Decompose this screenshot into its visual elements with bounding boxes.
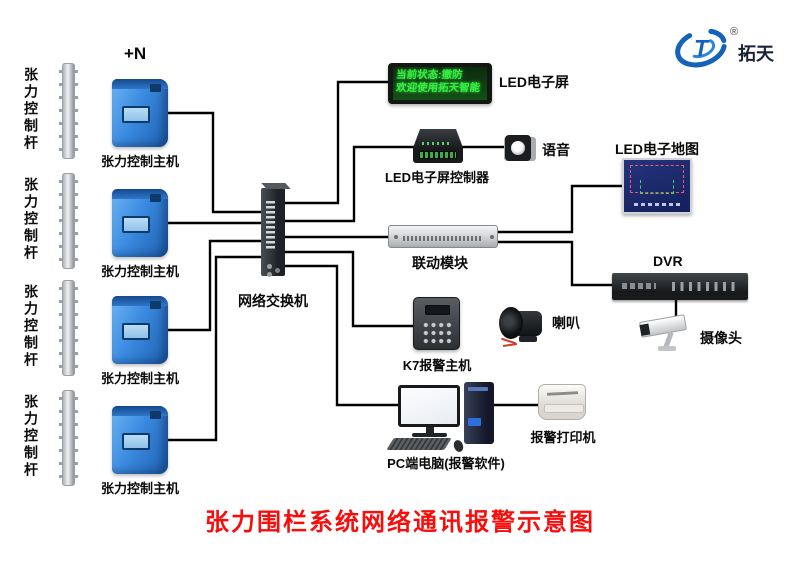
camera-label: 摄像头 (700, 330, 742, 346)
pc-monitor-base (412, 433, 447, 437)
tension-host (112, 79, 168, 147)
voice-speaker-face (505, 135, 531, 161)
led-display: 当前状态:撤防 欢迎使用拓天智能 (388, 63, 492, 104)
pc-monitor-screen (401, 388, 457, 424)
logo-monogram: T (694, 35, 710, 61)
map-trace-red (630, 165, 684, 193)
logo-brand-text: 拓天 (738, 43, 775, 64)
k7-screen (425, 305, 450, 315)
switch-label: 网络交换机 (238, 293, 308, 309)
k7-keypad (422, 321, 453, 345)
horn-bell (499, 307, 523, 339)
map-trace-green (640, 180, 674, 194)
host-screen (122, 106, 150, 123)
tension-host (112, 296, 168, 364)
host-label: 张力控制主机 (100, 481, 179, 496)
horn-label: 喇叭 (552, 315, 580, 331)
switch-knobs (267, 264, 272, 269)
controller-leds (422, 142, 452, 145)
pc-keyboard (386, 438, 452, 450)
led-display-label: LED电子屏 (499, 74, 569, 90)
pc-mouse (452, 438, 465, 454)
alarm-printer (538, 384, 586, 420)
pc-monitor-stand (426, 427, 434, 433)
map-caption-strip (634, 203, 680, 206)
k7-alarm-host (413, 297, 460, 350)
pc-tower (464, 382, 494, 444)
k7-label: K7报警主机 (402, 358, 472, 373)
pc-workstation (386, 382, 508, 454)
linkage-module (388, 225, 498, 248)
cctv-camera (636, 312, 698, 362)
linkage-label: 联动模块 (412, 255, 468, 271)
tension-host (112, 406, 168, 474)
led-controller-label: LED电子屏控制器 (384, 170, 489, 185)
tension-pole (59, 280, 78, 376)
dvr-display (622, 283, 656, 289)
logo-swirl-icon (675, 28, 727, 68)
linkage-screws (394, 235, 398, 239)
host-screen (122, 216, 150, 233)
horn-base (519, 336, 537, 342)
printer-label: 报警打印机 (530, 430, 596, 445)
host-screen (122, 323, 150, 340)
diagram-title: 张力围栏系统网络通讯报警示意图 (205, 509, 595, 536)
horn-wire (502, 343, 518, 348)
fence-unit-4: 张力控制杆 张力控制主机 (20, 388, 200, 500)
led-map (622, 158, 692, 214)
host-label: 张力控制主机 (100, 264, 179, 279)
led-map-label: LED电子地图 (615, 141, 699, 157)
voice-speaker (504, 135, 536, 162)
pole-label: 张力控制杆 (23, 177, 39, 262)
dvr (612, 273, 748, 300)
plus-n-note: +N (124, 44, 147, 63)
company-logo: T ® 拓天 (675, 26, 775, 68)
voice-label: 语音 (542, 142, 570, 158)
linkage-vents (403, 236, 481, 241)
host-label: 张力控制主机 (100, 154, 179, 169)
host-label: 张力控制主机 (100, 371, 179, 386)
pc-monitor (398, 385, 460, 427)
dvr-buttons (672, 282, 738, 291)
camera-body (638, 314, 688, 338)
fence-unit-1: 张力控制杆 张力控制主机 (20, 61, 200, 173)
dvr-label: DVR (653, 253, 683, 269)
host-screen (122, 433, 150, 450)
network-switch (261, 188, 285, 276)
pole-label: 张力控制杆 (23, 67, 39, 152)
pc-label: PC端电脑(报警软件) (387, 456, 505, 471)
tension-pole (59, 63, 78, 159)
tension-pole (59, 173, 78, 269)
tension-pole (59, 390, 78, 486)
switch-ports (266, 201, 275, 249)
registered-mark: ® (730, 26, 738, 38)
horn-speaker (499, 303, 551, 351)
camera-mount (658, 346, 676, 351)
pole-label: 张力控制杆 (23, 394, 39, 479)
tension-host (112, 189, 168, 257)
pole-label: 张力控制杆 (23, 284, 39, 369)
led-controller (413, 129, 463, 163)
led-display-line2: 欢迎使用拓天智能 (395, 82, 481, 94)
fence-unit-3: 张力控制杆 张力控制主机 (20, 278, 200, 390)
logo-swirl-inner-icon (686, 37, 716, 59)
controller-terminals (419, 151, 457, 159)
led-display-panel: 当前状态:撤防 欢迎使用拓天智能 (393, 67, 487, 100)
fence-unit-2: 张力控制杆 张力控制主机 (20, 171, 200, 283)
led-display-line1: 当前状态:撤防 (395, 69, 464, 81)
